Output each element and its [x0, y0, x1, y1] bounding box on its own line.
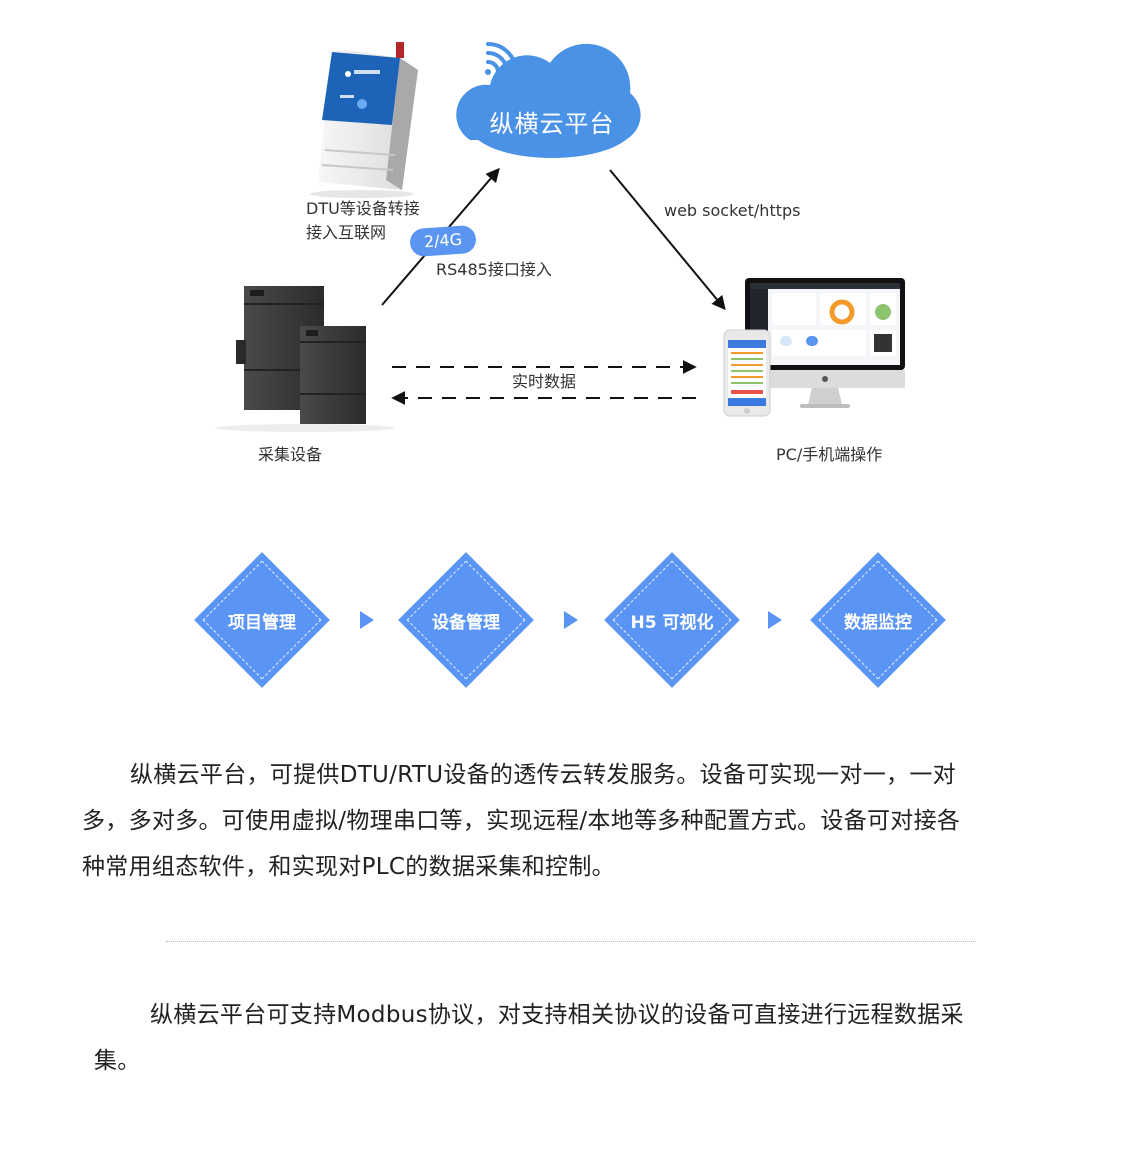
paragraph1-line1: 纵横云平台，可提供DTU/RTU设备的透传云转发服务。设备可实现一对一，一对 — [130, 762, 956, 788]
flow-step-h5: H5 可视化 — [604, 552, 740, 688]
flow-arrow-icon — [564, 611, 578, 629]
rs485-label: RS485接口接入 — [436, 260, 552, 279]
dtu-device-image — [310, 42, 418, 198]
flow-step-label: 设备管理 — [432, 612, 500, 633]
flow-step-label: 数据监控 — [844, 612, 912, 633]
plc-device-image — [215, 286, 395, 432]
flow-step-device: 设备管理 — [398, 552, 534, 688]
collector-caption: 采集设备 — [258, 445, 323, 464]
paragraph2-line1: 纵横云平台可支持Modbus协议，对支持相关协议的设备可直接进行远程数据采 — [150, 1002, 964, 1028]
flow-arrow-icon — [360, 611, 374, 629]
flow-arrow-icon — [768, 611, 782, 629]
paragraph1-line3: 种常用组态软件，和实现对PLC的数据采集和控制。 — [82, 854, 615, 880]
flow-step-label: H5 可视化 — [630, 612, 714, 633]
arrow-to-pc — [609, 169, 726, 311]
dtu-caption-line1: DTU等设备转接 — [306, 199, 420, 218]
paragraph2-line2: 集。 — [94, 1048, 141, 1074]
flow-step-monitor: 数据监控 — [810, 552, 946, 688]
network-diagram — [215, 42, 905, 432]
pc-monitor-image — [745, 278, 905, 408]
wifi-icon — [485, 42, 518, 75]
divider — [166, 941, 976, 942]
cloud-platform-label: 纵横云平台 — [489, 110, 615, 138]
websocket-label: web socket/https — [664, 201, 801, 220]
paragraph1-line2: 多，多对多。可使用虚拟/物理串口等，实现远程/本地等多种配置方式。设备可对接各 — [82, 808, 961, 834]
network-badge: 2/4G — [409, 224, 477, 258]
pc-phone-caption: PC/手机端操作 — [776, 445, 883, 464]
cloud-platform-shape — [456, 43, 641, 158]
realtime-data-label: 实时数据 — [512, 372, 577, 391]
phone-image — [723, 329, 771, 417]
dtu-caption-line2: 接入互联网 — [306, 223, 387, 242]
flow-step-label: 项目管理 — [228, 612, 296, 633]
flow-step-project: 项目管理 — [194, 552, 330, 688]
